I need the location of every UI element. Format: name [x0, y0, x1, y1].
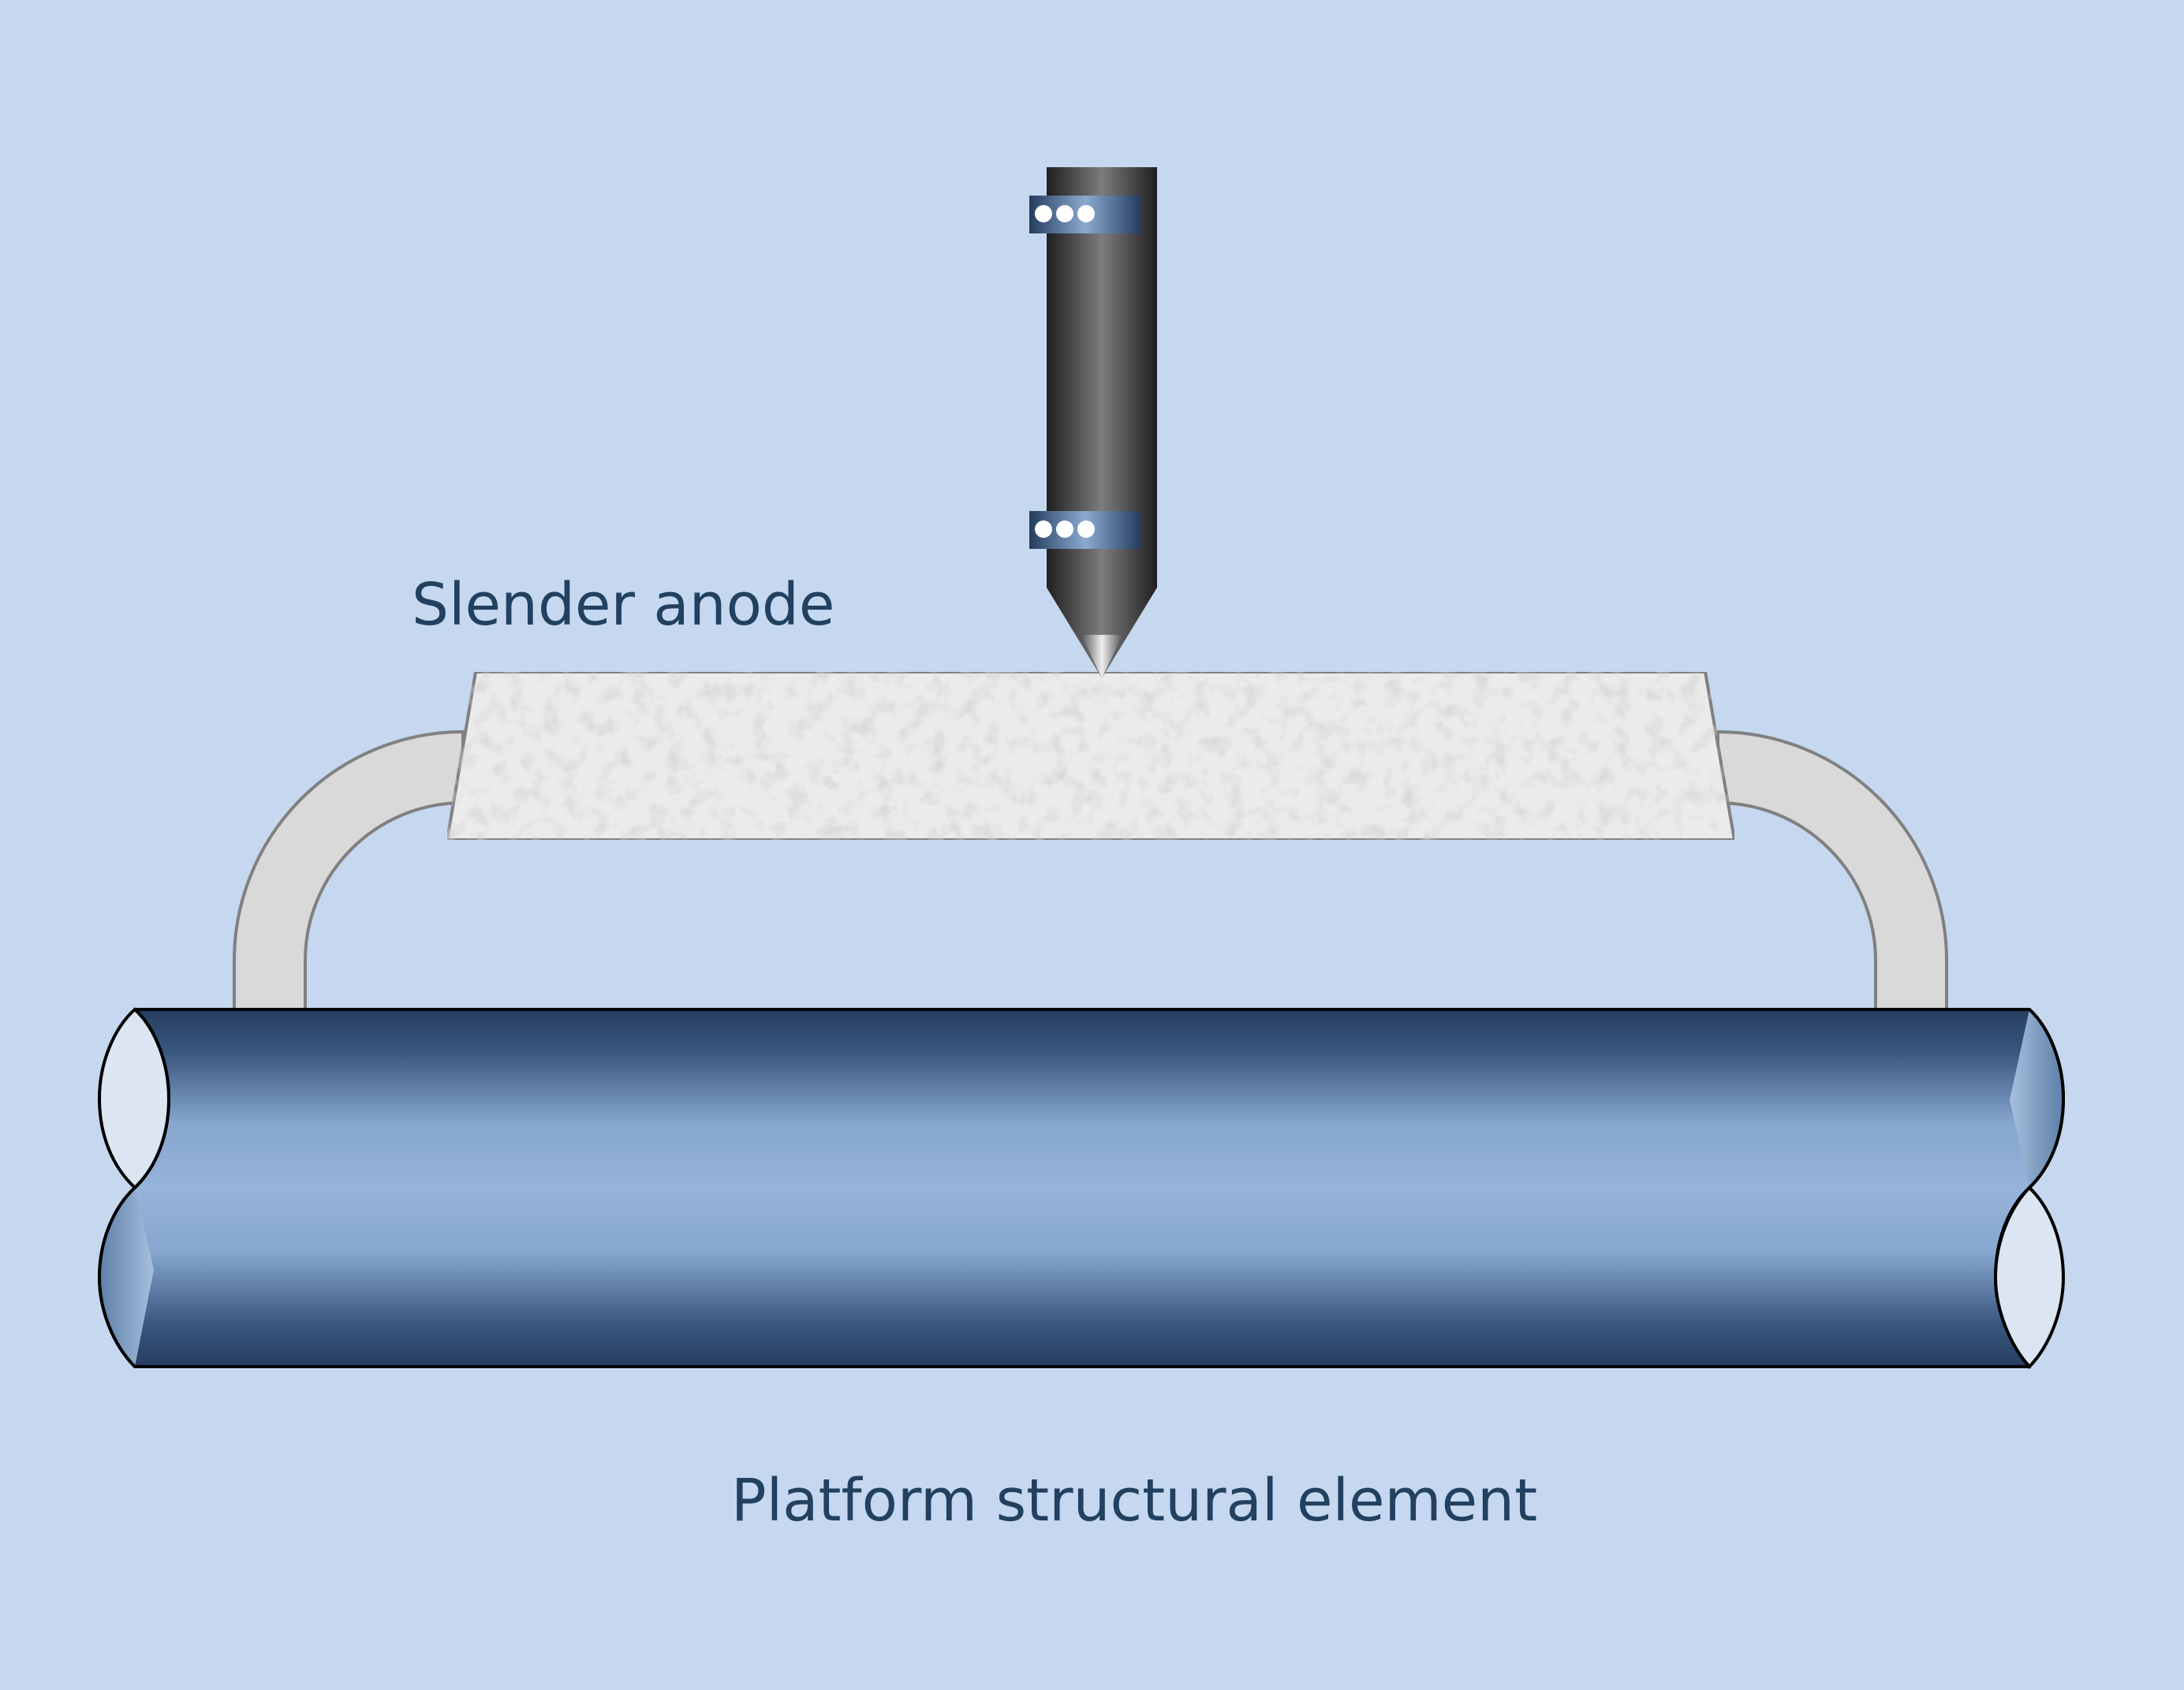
platform-structural-element-label: Platform structural element [731, 1467, 1537, 1535]
electrode-clamp-upper [1029, 196, 1141, 233]
right-strap [1716, 729, 1949, 1013]
clamp-bolt [1077, 520, 1095, 538]
pipe-end-left-shade [99, 1188, 154, 1367]
clamp-bolt [1077, 205, 1095, 222]
pipe-end-right-shade [2010, 1009, 2063, 1188]
slender-anode-body [445, 670, 1737, 841]
left-strap [232, 729, 465, 1013]
clamp-bolt [1056, 205, 1073, 222]
clamp-bolt [1035, 205, 1052, 222]
platform-pipe [97, 1007, 2066, 1369]
clamp-bolt [1056, 520, 1073, 538]
electrode-rod [1047, 167, 1157, 678]
electrode-clamp-lower [1029, 511, 1141, 549]
clamp-bolt [1035, 520, 1052, 538]
pipe-end-right-cap [1993, 1185, 2066, 1369]
slender-anode-label: Slender anode [412, 571, 834, 639]
pipe-body [98, 1008, 2065, 1368]
reference-electrode [1029, 167, 1157, 678]
electrode-tip [1081, 635, 1122, 678]
